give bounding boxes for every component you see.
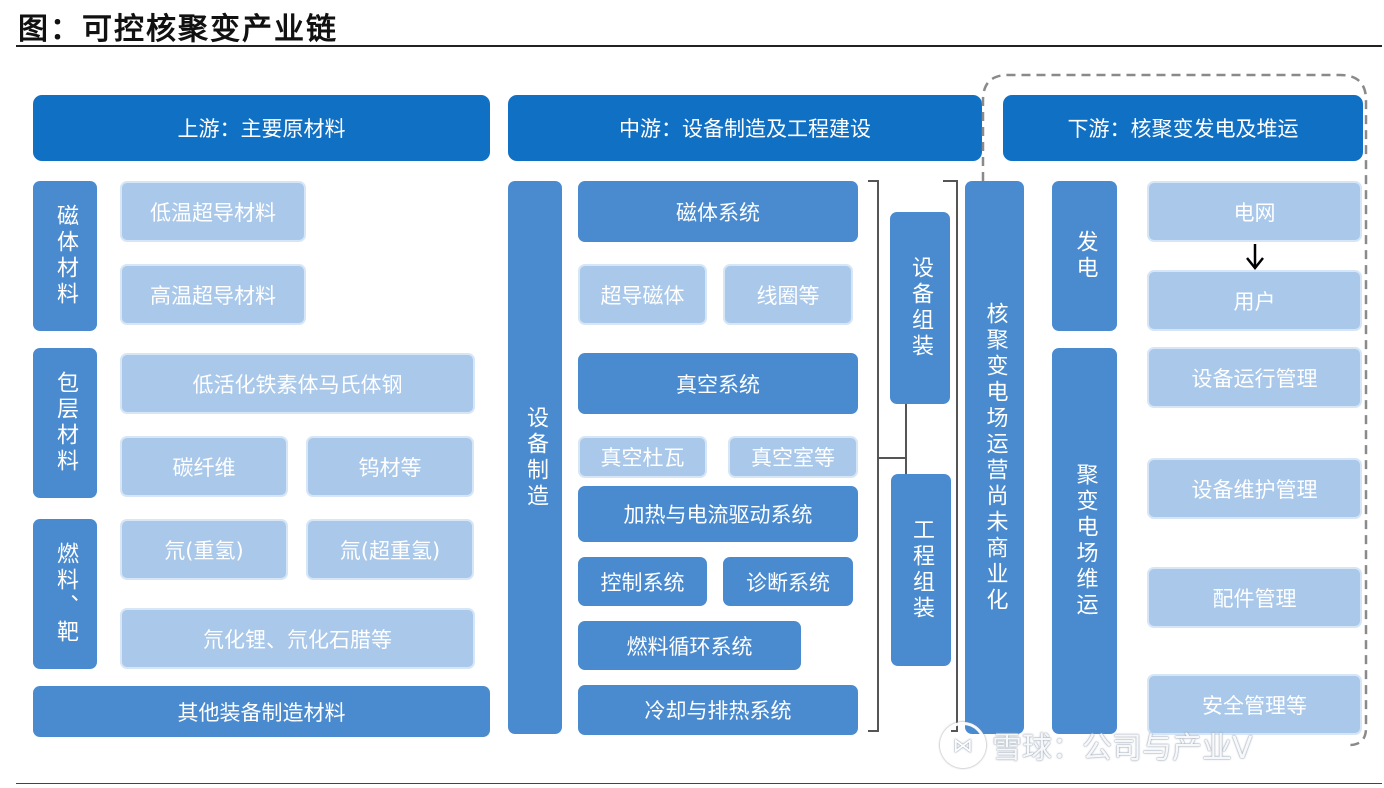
diagnostic-system: 诊断系统 <box>723 557 853 606</box>
midstream-header: 中游：设备制造及工程建设 <box>508 95 982 161</box>
fuel-cycle-system: 燃料循环系统 <box>578 621 801 670</box>
vacuum-dewar: 真空杜瓦 <box>578 436 707 478</box>
bracket-to-commercial <box>943 180 958 732</box>
vacuum-system: 真空系统 <box>578 353 858 414</box>
magnet-material-label: 磁体材料 <box>33 181 97 331</box>
fusion-plant-operations-label: 聚变电场维运 <box>1052 348 1117 734</box>
low-temp-superconductor: 低温超导材料 <box>120 181 306 242</box>
heating-current-drive-system: 加热与电流驱动系统 <box>578 486 858 542</box>
cooling-heat-removal-system: 冷却与排热系统 <box>578 685 858 735</box>
tungsten: 钨材等 <box>306 436 474 497</box>
power-generation-label: 发电 <box>1052 181 1117 331</box>
snowball-logo-icon: ⋈ <box>940 722 986 768</box>
rafm-steel: 低活化铁素体马氏体钢 <box>120 353 475 414</box>
not-commercialized-note: 核聚变电场运营尚未商业化 <box>965 181 1024 734</box>
tritium: 氚(超重氢) <box>306 519 474 580</box>
parts-management: 配件管理 <box>1147 567 1362 628</box>
lithium-deuteride: 氘化锂、氘化石腊等 <box>120 608 475 669</box>
control-system: 控制系统 <box>578 557 707 606</box>
cladding-material-label: 包层材料 <box>33 348 97 498</box>
other-equipment-materials: 其他装备制造材料 <box>33 686 490 737</box>
carbon-fiber: 碳纤维 <box>120 436 288 497</box>
upstream-header: 上游：主要原材料 <box>33 95 490 161</box>
equipment-assembly: 设备组装 <box>890 212 950 404</box>
equipment-manufacturing-label: 设备制造 <box>508 181 562 734</box>
watermark: ⋈ 雪球：公司与产业V <box>940 722 1253 768</box>
engineering-assembly: 工程组装 <box>891 474 951 666</box>
power-grid: 电网 <box>1147 181 1362 242</box>
safety-management: 安全管理等 <box>1147 674 1362 735</box>
arrow-head <box>1246 257 1264 271</box>
coils: 线圈等 <box>723 264 853 325</box>
downstream-header: 下游：核聚变发电及堆运 <box>1003 95 1363 161</box>
equipment-maintenance-mgmt: 设备维护管理 <box>1147 458 1362 519</box>
fuel-target-label: 燃料、靶 <box>33 519 97 669</box>
midstream-bracket <box>868 180 879 732</box>
title-rule <box>16 45 1382 47</box>
deuterium: 氘(重氢) <box>120 519 288 580</box>
high-temp-superconductor: 高温超导材料 <box>120 264 306 325</box>
superconducting-magnet: 超导磁体 <box>578 264 707 325</box>
watermark-text: 雪球：公司与产业V <box>992 731 1253 766</box>
users: 用户 <box>1147 270 1362 331</box>
page-title: 图：可控核聚变产业链 <box>18 12 338 47</box>
downstream-dashed-frame <box>981 73 1368 747</box>
bottom-rule <box>16 783 1382 784</box>
equipment-operation-mgmt: 设备运行管理 <box>1147 347 1362 408</box>
magnet-system: 磁体系统 <box>578 181 858 242</box>
vacuum-chamber: 真空室等 <box>728 436 858 478</box>
